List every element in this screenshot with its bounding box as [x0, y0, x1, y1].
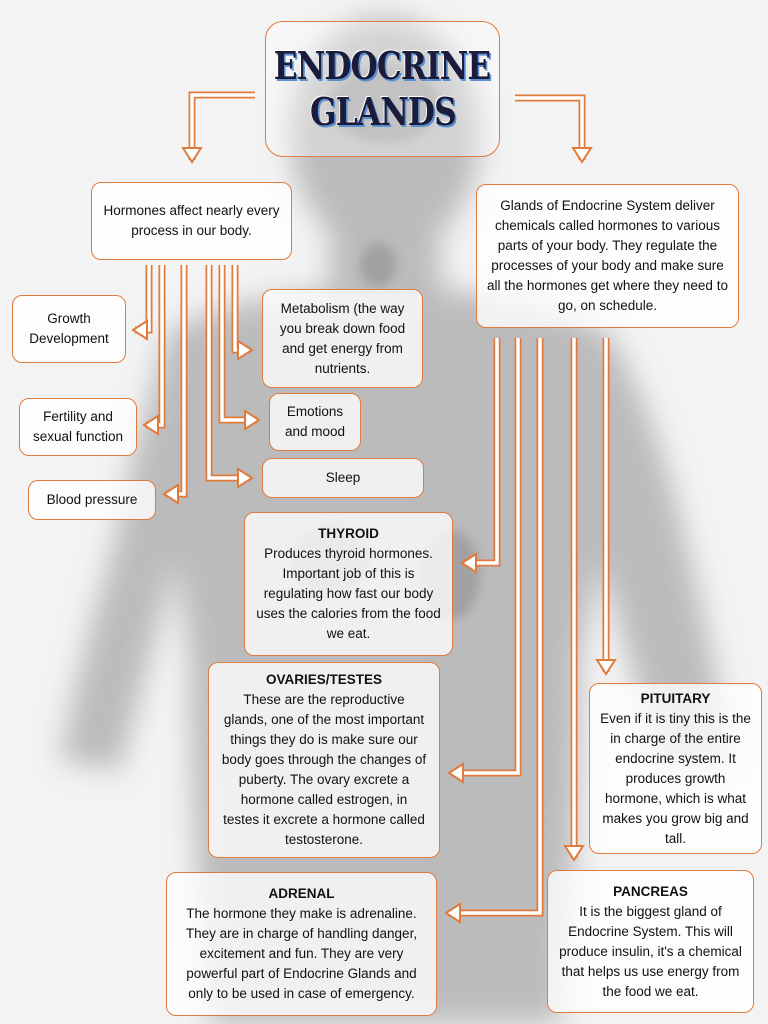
thyroid-text: Produces thyroid hormones. Important job…	[256, 546, 441, 641]
thyroid-heading: THYROID	[318, 526, 379, 541]
arrow-to-growth	[131, 265, 153, 341]
ovaries-testes-heading: OVARIES/TESTES	[265, 672, 383, 687]
pituitary-box: PITUITARY Even if it is tiny this is the…	[589, 683, 762, 854]
arrow-to-pancreas	[563, 338, 585, 862]
metabolism-box: Metabolism (the way you break down food …	[262, 289, 423, 388]
title-line-1: ENDOCRINE	[274, 43, 491, 88]
hormones-summary-box: Hormones affect nearly every process in …	[91, 182, 292, 260]
arrow-to-adrenal	[444, 338, 544, 924]
blood-pressure-box: Blood pressure	[28, 480, 156, 520]
ovaries-testes-box: OVARIES/TESTES These are the reproductiv…	[208, 662, 440, 858]
arrow-title-to-hormones	[181, 91, 255, 164]
emotions-box: Emotions and mood	[269, 393, 361, 451]
blood-pressure-text: Blood pressure	[46, 492, 138, 507]
title-line-2: GLANDS	[309, 89, 457, 134]
pituitary-text: Even if it is tiny this is the in charge…	[600, 710, 751, 846]
adrenal-box: ADRENAL The hormone they make is adrenal…	[166, 872, 437, 1016]
arrow-title-to-glands	[515, 94, 593, 164]
pancreas-box: PANCREAS It is the biggest gland of Endo…	[547, 870, 754, 1013]
glands-summary-box: Glands of Endocrine System deliver chemi…	[476, 184, 739, 328]
adrenal-text: The hormone they make is adrenaline. The…	[185, 906, 418, 1001]
glands-summary-text: Glands of Endocrine System deliver chemi…	[487, 198, 728, 313]
arrow-to-pituitary	[595, 338, 617, 676]
adrenal-heading: ADRENAL	[268, 886, 335, 901]
thyroid-box: THYROID Produces thyroid hormones. Impor…	[244, 512, 453, 656]
fertility-line-2: sexual function	[32, 429, 124, 444]
growth-line-2: Development	[29, 331, 109, 346]
arrow-to-sleep	[205, 265, 254, 489]
pancreas-heading: PANCREAS	[613, 883, 688, 899]
arrow-to-blood-pressure	[162, 265, 188, 505]
fertility-line-1: Fertility and	[43, 409, 113, 424]
pancreas-text: It is the biggest gland of Endocrine Sys…	[559, 903, 742, 999]
growth-line-1: Growth	[47, 311, 91, 326]
emotions-line-1: Emotions	[286, 404, 344, 419]
sleep-text: Sleep	[325, 470, 361, 485]
hormones-summary-text: Hormones affect nearly every process in …	[103, 203, 280, 238]
arrow-to-metabolism	[231, 265, 254, 361]
arrow-to-ovaries-testes	[447, 338, 522, 784]
ovaries-testes-text: These are the reproductive glands, one o…	[221, 692, 427, 847]
title-box: ENDOCRINE GLANDS	[265, 21, 500, 157]
arrow-to-fertility	[142, 265, 166, 436]
fertility-box: Fertility and sexual function	[19, 398, 137, 456]
sleep-box: Sleep	[262, 458, 424, 498]
arrow-to-thyroid	[460, 338, 501, 574]
arrow-to-emotions	[218, 265, 261, 431]
growth-box: Growth Development	[12, 295, 126, 363]
emotions-line-2: and mood	[284, 424, 346, 439]
pituitary-heading: PITUITARY	[640, 690, 711, 706]
metabolism-text: Metabolism (the way you break down food …	[279, 300, 406, 376]
